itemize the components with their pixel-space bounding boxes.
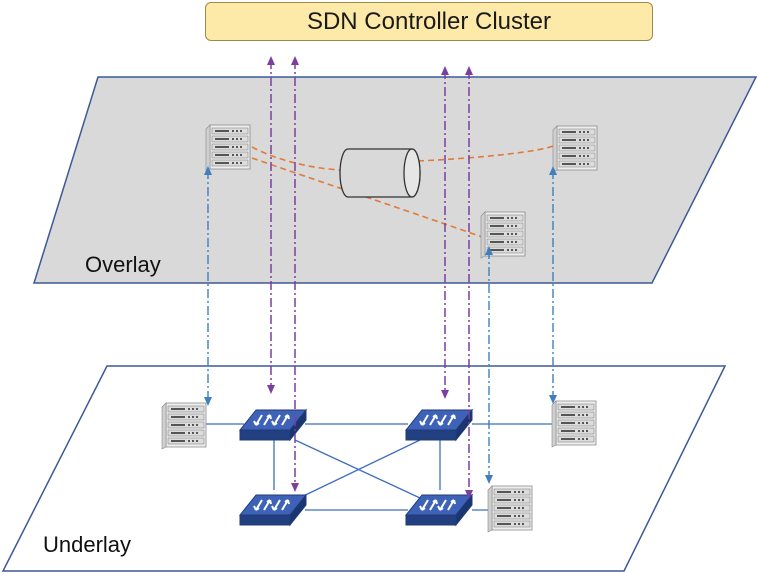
- server-icon: [161, 402, 207, 450]
- server-icon: [205, 124, 251, 172]
- underlay-links: [206, 423, 552, 511]
- tunnel-cylinder-icon: [339, 148, 421, 198]
- server-icon: [551, 400, 597, 448]
- server-icon: [480, 211, 526, 259]
- controller-cluster-box: SDN Controller Cluster: [205, 2, 653, 41]
- server-icon: [487, 485, 533, 533]
- overlay-tunnels: [251, 144, 557, 239]
- underlay-label: Underlay: [43, 532, 132, 557]
- overlay-label: Overlay: [85, 252, 161, 277]
- mapping-links: [204, 166, 557, 484]
- controller-links: [267, 56, 473, 499]
- server-icon: [552, 125, 598, 173]
